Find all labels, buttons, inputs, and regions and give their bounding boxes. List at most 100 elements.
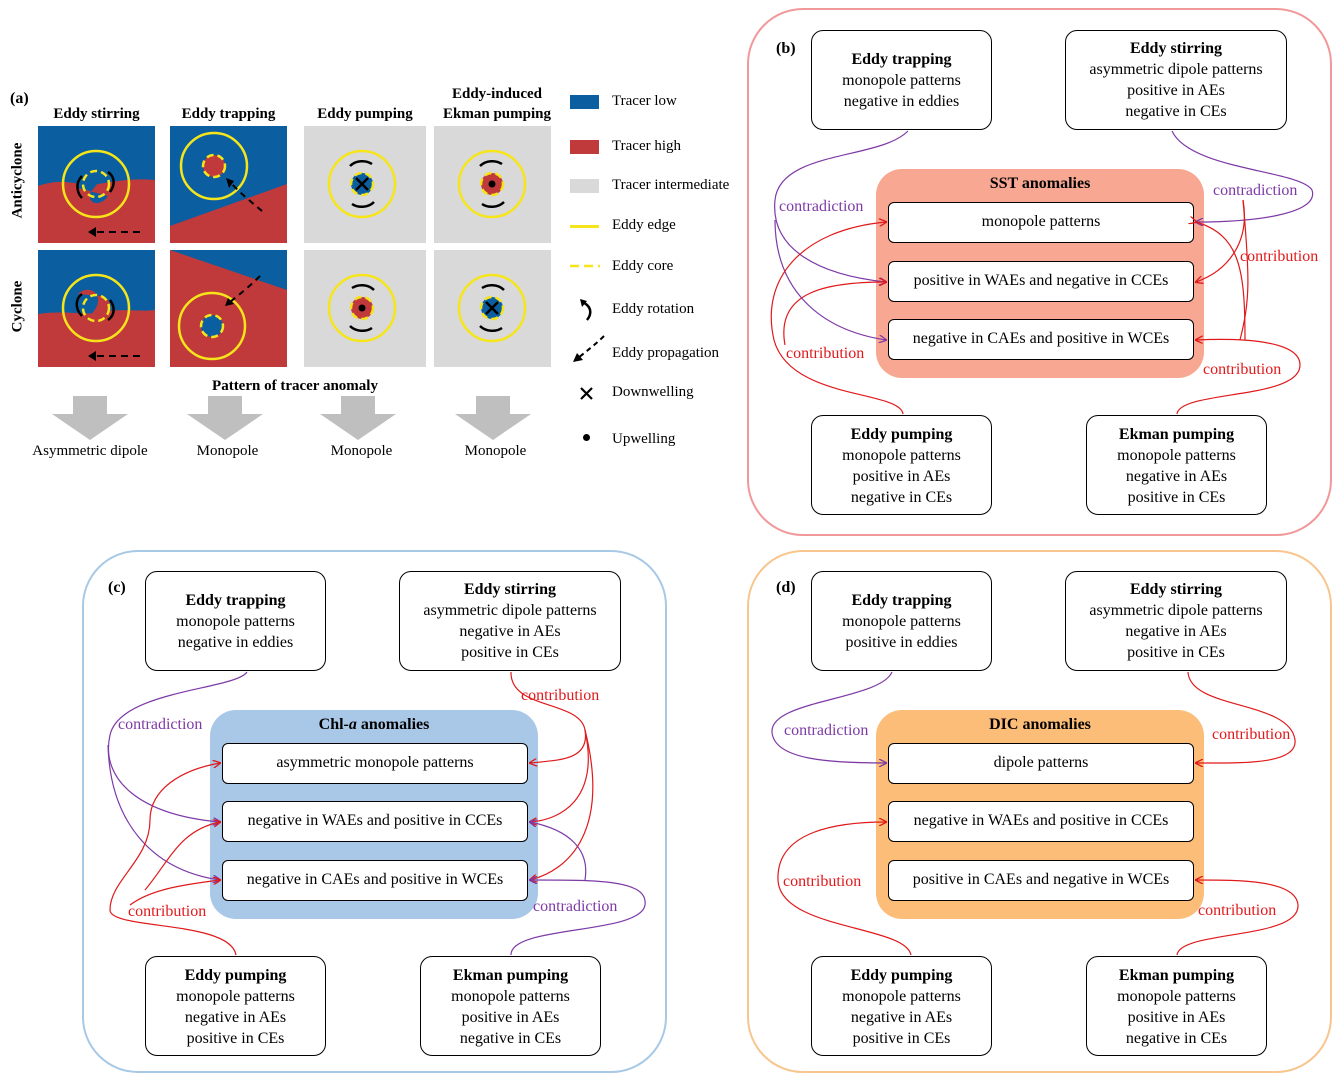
legend-eddy-core: Eddy core	[612, 258, 674, 274]
d-center-title: DIC anomalies	[989, 716, 1091, 733]
b-stirring-line: asymmetric dipole patterns	[1089, 61, 1263, 78]
b-item-2: positive in WAEs and negative in CCEs	[888, 261, 1194, 302]
d-pumping-line: negative in AEs	[850, 1009, 953, 1026]
c-ann-contribution-bottom: contribution	[128, 903, 207, 920]
b-ann-contradiction-left: contradiction	[779, 198, 864, 215]
b-stirring-line: negative in CEs	[1125, 103, 1227, 120]
d-pumping-line: positive in CEs	[852, 1030, 951, 1047]
b-center-title: SST anomalies	[989, 175, 1091, 192]
d-ann-contradiction-left: contradiction	[784, 722, 869, 739]
c-trapping-line: negative in eddies	[177, 634, 294, 651]
outcome-ekman: Monopole	[464, 443, 527, 459]
downwelling-icon	[580, 387, 593, 400]
col-head-stirring: Eddy stirring	[53, 106, 140, 122]
d-stirring-line: asymmetric dipole patterns	[1089, 602, 1263, 619]
row-head-cyclone: Cyclone	[9, 280, 26, 333]
c-ekman-line: negative in CEs	[459, 1030, 562, 1047]
panel-c-label: (c)	[108, 579, 126, 596]
square-ekman-anticyclone	[434, 126, 551, 243]
b-ekman-line: negative in AEs	[1125, 468, 1228, 485]
legend-tracer-high: Tracer high	[612, 138, 682, 154]
b-trapping-line: negative in eddies	[843, 93, 960, 110]
square-pumping-anticyclone	[304, 126, 426, 243]
square-pumping-cyclone	[304, 250, 426, 367]
c-pumping-line: negative in AEs	[184, 1009, 287, 1026]
legend-swatch-intermediate	[570, 179, 599, 193]
legend-swatch-low	[570, 95, 599, 109]
legend-tracer-low: Tracer low	[612, 93, 677, 109]
legend-eddy-propagation: Eddy propagation	[612, 345, 720, 361]
c-title-rest: anomalies	[356, 716, 430, 733]
c-box-stirring: Eddy stirring asymmetric dipole patterns…	[399, 571, 621, 671]
b-stirring-line: positive in AEs	[1127, 82, 1225, 99]
d-item-3: positive in CAEs and negative in WCEs	[888, 860, 1194, 901]
panel-b-frame	[747, 8, 1332, 536]
outcome-trapping: Monopole	[196, 443, 259, 459]
b-trapping-line: monopole patterns	[842, 72, 961, 89]
c-trapping-title: Eddy trapping	[185, 592, 286, 609]
b-ekman-title: Ekman pumping	[1118, 426, 1235, 443]
c-ann-contradiction-left: contradiction	[118, 716, 203, 733]
d-ekman-line: negative in CEs	[1125, 1030, 1228, 1047]
square-stirring-cyclone	[38, 250, 155, 367]
d-box-trapping: Eddy trapping monopole patterns positive…	[811, 571, 992, 671]
panel-d-label: (d)	[776, 579, 796, 596]
c-trapping-line: monopole patterns	[176, 613, 295, 630]
d-stirring-line: positive in CEs	[1127, 644, 1225, 661]
d-ekman-title: Ekman pumping	[1118, 967, 1235, 984]
d-ann-contribution-right: contribution	[1212, 726, 1291, 743]
c-stirring-line: negative in AEs	[459, 623, 561, 640]
col-head-trapping: Eddy trapping	[181, 106, 276, 122]
pattern-title: Pattern of tracer anomaly	[212, 378, 378, 394]
d-box-pumping: Eddy pumping monopole patterns negative …	[811, 956, 992, 1056]
square-stirring-anticyclone	[38, 126, 155, 243]
c-title-ital: a	[348, 716, 357, 733]
c-title-main: Chl-	[318, 716, 349, 733]
b-trapping-title: Eddy trapping	[851, 51, 952, 68]
col-head-ekman: Eddy-induced Ekman pumping	[443, 86, 551, 122]
d-item-1: dipole patterns	[888, 743, 1194, 784]
c-stirring-line: asymmetric dipole patterns	[423, 602, 597, 619]
d-ekman-line: monopole patterns	[1117, 988, 1236, 1005]
b-ann-contribution-left: contribution	[786, 345, 865, 362]
c-pumping-line: monopole patterns	[176, 988, 295, 1005]
b-ann-contribution-right: contribution	[1240, 248, 1319, 265]
b-ekman-line: positive in CEs	[1127, 489, 1226, 506]
outcome-stirring: Asymmetric dipole	[32, 443, 148, 459]
legend-eddy-rotation: Eddy rotation	[612, 301, 695, 317]
b-pumping-title: Eddy pumping	[850, 426, 953, 443]
panel-c-frame	[82, 550, 667, 1073]
b-ann-contribution-bottom: contribution	[1203, 361, 1282, 378]
c-ann-contradiction-right: contradiction	[533, 898, 618, 915]
d-trapping-line: positive in eddies	[845, 634, 958, 651]
d-pumping-line: monopole patterns	[842, 988, 961, 1005]
upwelling-icon	[583, 434, 590, 441]
d-ann-contribution-left: contribution	[783, 873, 862, 890]
b-box-pumping: Eddy pumping monopole patterns positive …	[811, 415, 992, 515]
pattern-arrows	[52, 396, 531, 440]
legend-swatch-edge	[570, 225, 599, 228]
d-stirring-line: negative in AEs	[1125, 623, 1227, 640]
d-stirring-title: Eddy stirring	[1129, 581, 1222, 598]
d-item-2: negative in WAEs and positive in CCEs	[888, 801, 1194, 842]
b-box-stirring: Eddy stirring asymmetric dipole patterns…	[1065, 30, 1287, 130]
b-item-3: negative in CAEs and positive in WCEs	[888, 319, 1194, 360]
row-head-anticyclone: Anticyclone	[9, 142, 26, 219]
legend-tracer-intermediate: Tracer intermediate	[612, 177, 730, 193]
propagation-icon	[573, 335, 605, 362]
c-stirring-title: Eddy stirring	[463, 581, 556, 598]
square-trapping-cyclone	[170, 250, 287, 367]
b-pumping-line: positive in AEs	[852, 468, 951, 485]
b-pumping-line: monopole patterns	[842, 447, 961, 464]
square-ekman-cyclone	[434, 250, 551, 367]
c-item-1: asymmetric monopole patterns	[222, 743, 528, 784]
b-box-ekman: Ekman pumping monopole patterns negative…	[1086, 415, 1267, 515]
legend-downwelling: Downwelling	[612, 384, 694, 400]
b-stirring-title: Eddy stirring	[1129, 40, 1222, 57]
c-ann-contribution-top: contribution	[521, 687, 600, 704]
b-item-1: monopole patterns	[888, 202, 1194, 243]
c-item-3: negative in CAEs and positive in WCEs	[222, 860, 528, 901]
rotation-icon	[580, 299, 592, 321]
legend-swatch-high	[570, 140, 599, 154]
c-box-trapping: Eddy trapping monopole patterns negative…	[145, 571, 326, 671]
